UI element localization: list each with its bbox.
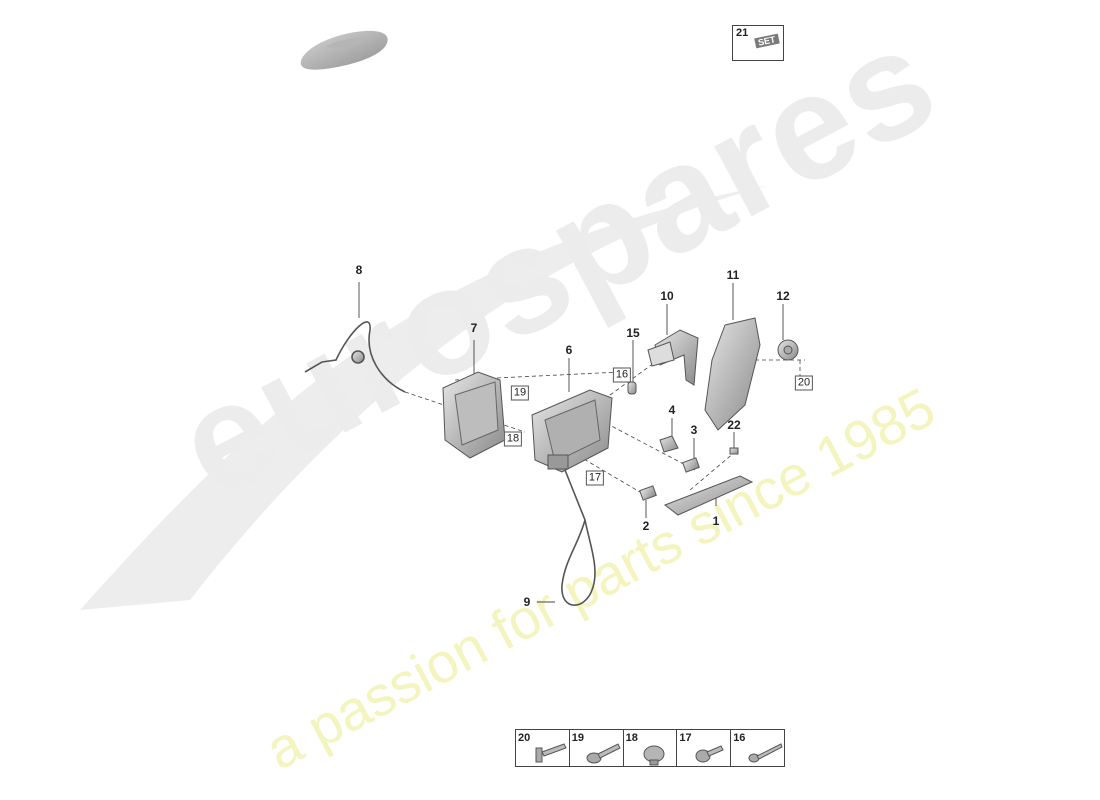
legend-number: 20 <box>518 732 531 744</box>
legend-cell-17: 17 <box>677 730 732 766</box>
set-kit-box: 21 SET <box>732 25 784 61</box>
callout-15: 15 <box>626 326 640 340</box>
boxed-callout-18: 18 <box>503 431 523 447</box>
dome-nut-icon <box>643 745 665 766</box>
set-kit-number: 21 <box>736 27 749 39</box>
legend-cell-18: 18 <box>624 730 678 766</box>
flange-bolt-icon <box>586 743 621 764</box>
callout-22: 22 <box>727 418 741 432</box>
part-4-clip <box>659 435 679 453</box>
boxed-callout-17: 17 <box>585 470 605 486</box>
callout-1: 1 <box>712 514 720 528</box>
flat-head-screw-icon <box>535 743 567 763</box>
fastener-legend: 20 19 18 17 <box>515 729 785 767</box>
legend-cell-20: 20 <box>516 730 570 766</box>
callout-8: 8 <box>355 263 363 277</box>
legend-number: 18 <box>625 732 638 744</box>
callout-2: 2 <box>642 519 650 533</box>
callout-9: 9 <box>523 595 531 609</box>
part-8-cable <box>304 321 406 393</box>
part-3-gasket <box>682 457 700 473</box>
part-15-pin <box>627 381 637 395</box>
boxed-callout-20: 20 <box>794 375 814 391</box>
legend-cell-16: 16 <box>731 730 784 766</box>
legend-number: 19 <box>571 732 585 744</box>
part-2-seal <box>639 485 657 501</box>
legend-cell-19: 19 <box>570 730 624 766</box>
part-22-screw <box>729 447 739 455</box>
part-6-door-lock <box>531 389 613 473</box>
callout-4: 4 <box>668 403 676 417</box>
callout-10: 10 <box>660 289 674 303</box>
part-9-cable <box>561 469 596 606</box>
callout-3: 3 <box>690 423 698 437</box>
legend-number: 16 <box>733 732 746 744</box>
callout-6: 6 <box>565 343 573 357</box>
part-10-bracket <box>647 329 699 386</box>
part-12-cylinder <box>777 339 799 361</box>
shoulder-bolt-icon <box>748 743 783 763</box>
boxed-callout-16: 16 <box>612 367 632 383</box>
callout-11: 11 <box>726 268 740 282</box>
short-bolt-icon <box>695 745 725 763</box>
callout-12: 12 <box>776 289 790 303</box>
legend-number: 17 <box>679 732 692 744</box>
callout-7: 7 <box>470 321 478 335</box>
part-7-actuator <box>442 371 506 459</box>
part-11-handle-cover <box>704 317 761 431</box>
boxed-callout-19: 19 <box>510 385 530 401</box>
car-silhouette-icon <box>300 30 388 70</box>
part-1-door-handle <box>663 475 754 516</box>
